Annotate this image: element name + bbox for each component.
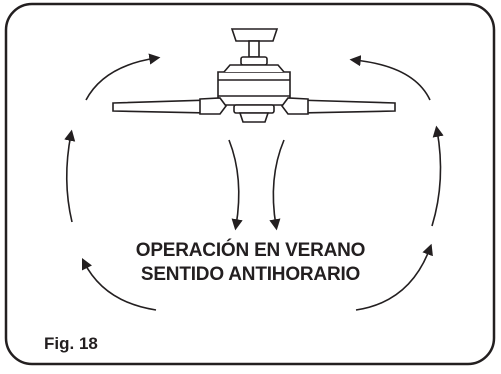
curved-arrow-icon (86, 58, 156, 100)
curved-arrow-icon (229, 140, 239, 226)
curved-arrow-icon (432, 130, 441, 226)
curved-arrow-icon (67, 134, 72, 222)
curved-arrow-icon (273, 140, 284, 226)
curved-arrow-icon (354, 60, 430, 100)
ceiling-fan-icon (113, 29, 395, 122)
figure-label: Fig. 18 (44, 334, 98, 354)
caption-line-1: OPERACIÓN EN VERANO (0, 240, 501, 262)
caption-line-2: SENTIDO ANTIHORARIO (0, 264, 501, 286)
